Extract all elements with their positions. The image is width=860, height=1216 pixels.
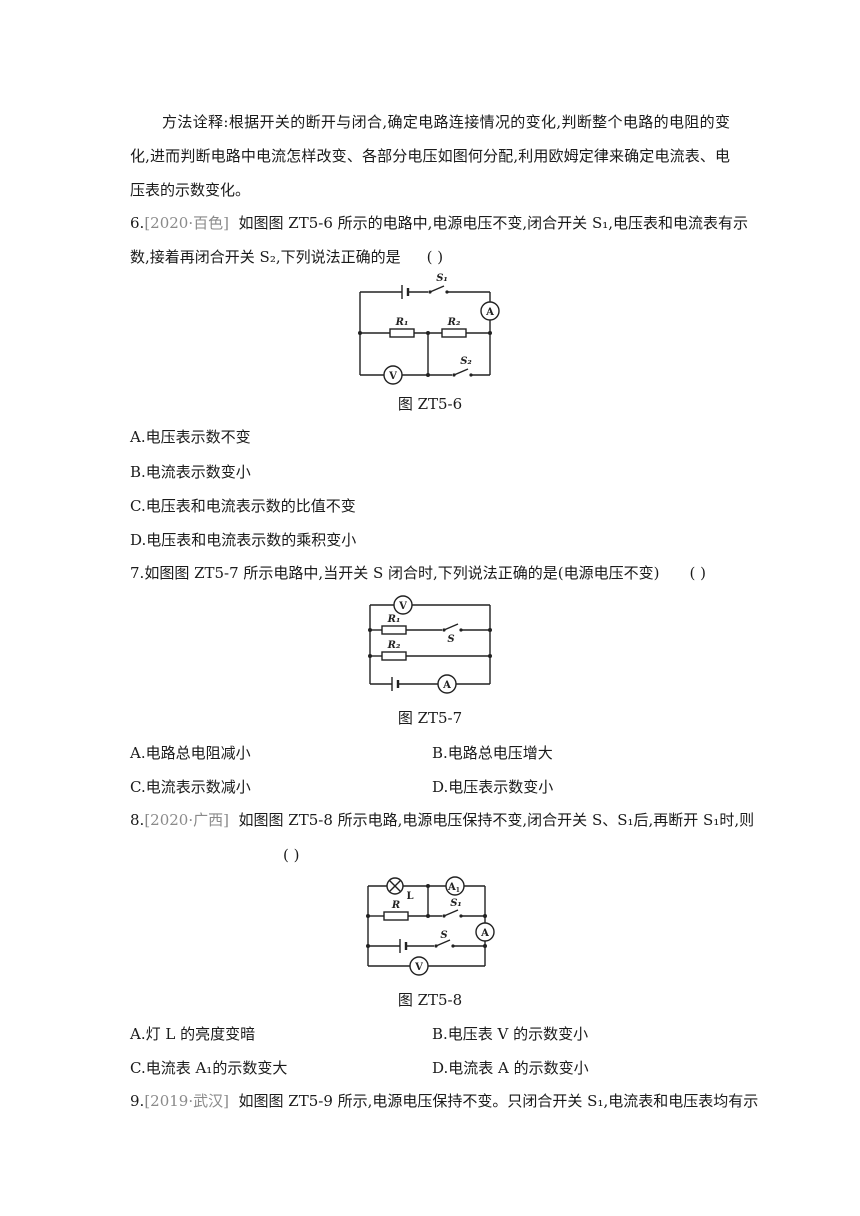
question-6-line-1: 6.[2020·百色] 如图图 ZT5-6 所示的电路中,电源电压不变,闭合开关… — [130, 213, 748, 233]
switch-s1-label: S₁ — [436, 273, 448, 284]
resistor-r1-label: R₁ — [395, 317, 409, 328]
voltmeter-label: V — [388, 371, 397, 382]
option-a: A.电路总电阻减小 — [130, 744, 251, 762]
option-d: D.电压表示数变小 — [432, 778, 554, 796]
question-stem: 如图图 ZT5-6 所示的电路中,电源电压不变,闭合开关 S₁,电压表和电流表有… — [238, 214, 748, 232]
switch-s-label: S — [440, 930, 447, 941]
method-note-line-2: 化,进而判断电路中电流怎样改变、各部分电压如图何分配,利用欧姆定律来确定电流表、… — [130, 147, 730, 165]
voltmeter-label: V — [414, 962, 423, 973]
ammeter-label: A — [442, 680, 451, 691]
question-7-line-1: 7.如图图 ZT5-7 所示电路中,当开关 S 闭合时,下列说法正确的是(电源电… — [130, 563, 730, 583]
switch-s-blade — [435, 939, 451, 947]
resistor-r2-label: R₂ — [387, 640, 401, 651]
option-a: A.电压表示数不变 — [130, 428, 251, 446]
method-note-line-3: 压表的示数变化。 — [130, 181, 251, 199]
answer-bracket: ( ) — [689, 564, 706, 582]
option-b: B.电路总电压增大 — [432, 744, 553, 762]
option-d: D.电压表和电流表示数的乘积变小 — [130, 531, 357, 549]
lamp-label: L — [406, 891, 413, 902]
option-c: C.电流表示数减小 — [130, 778, 251, 796]
question-source: [2020·百色] — [144, 214, 229, 232]
answer-bracket: ( ) — [426, 248, 444, 266]
figure-caption-zt5-8: 图 ZT5-8 — [397, 991, 463, 1009]
option-b: B.电流表示数变小 — [130, 463, 251, 481]
resistor-r-icon — [383, 911, 409, 921]
ammeter-label: A — [485, 307, 494, 318]
voltmeter-label: V — [398, 601, 407, 612]
question-source: [2020·广西] — [144, 811, 229, 829]
switch-s2-blade — [453, 368, 469, 376]
question-stem: 如图图 ZT5-7 所示电路中,当开关 S 闭合时,下列说法正确的是(电源电压不… — [144, 564, 660, 582]
ammeter-a-label: A — [480, 928, 489, 939]
question-number: 8. — [130, 811, 145, 829]
option-d: D.电流表 A 的示数变小 — [432, 1059, 589, 1077]
question-stem: 如图图 ZT5-9 所示,电源电压保持不变。只闭合开关 S₁,电流表和电压表均有… — [238, 1092, 759, 1110]
method-note-line-1: 方法诠释:根据开关的断开与闭合,确定电路连接情况的变化,判断整个电路的电阻的变 — [162, 113, 730, 131]
switch-s1-label: S₁ — [450, 898, 462, 909]
question-stem-cont: 数,接着再闭合开关 S₂,下列说法正确的是 — [130, 248, 401, 266]
answer-bracket: ( ) — [283, 846, 300, 864]
resistor-r1-icon — [389, 328, 415, 338]
ammeter-a1-label: A1 — [447, 882, 460, 894]
question-stem: 如图图 ZT5-8 所示电路,电源电压保持不变,闭合开关 S、S₁后,再断开 S… — [238, 811, 755, 829]
figure-zt5-6-circuit: A V S₁ R₁ R₂ S₂ — [358, 273, 500, 385]
switch-s-label: S — [447, 634, 454, 645]
option-b: B.电压表 V 的示数变小 — [432, 1025, 589, 1043]
figure-zt5-7-circuit: V A R₁ S R₂ — [368, 595, 492, 694]
question-9-line-1: 9.[2019·武汉] 如图图 ZT5-9 所示,电源电压保持不变。只闭合开关 … — [130, 1091, 758, 1111]
resistor-r2-icon — [381, 651, 407, 661]
question-number: 7. — [130, 564, 145, 582]
question-source: [2019·武汉] — [144, 1092, 229, 1110]
question-number: 9. — [130, 1092, 145, 1110]
option-c: C.电流表 A₁的示数变大 — [130, 1059, 288, 1077]
switch-s1-blade — [443, 909, 459, 917]
switch-s1-blade — [429, 285, 445, 293]
question-8-line-1: 8.[2020·广西] 如图图 ZT5-8 所示电路,电源电压保持不变,闭合开关… — [130, 810, 754, 830]
option-a: A.灯 L 的亮度变暗 — [130, 1025, 256, 1043]
resistor-r2-label: R₂ — [447, 317, 461, 328]
question-number: 6. — [130, 214, 145, 232]
resistor-r-label: R — [391, 900, 400, 911]
question-6-line-2: 数,接着再闭合开关 S₂,下列说法正确的是 ( ) — [130, 247, 730, 267]
option-c: C.电压表和电流表示数的比值不变 — [130, 497, 356, 515]
resistor-r2-icon — [441, 328, 467, 338]
figure-caption-zt5-6: 图 ZT5-6 — [397, 395, 463, 413]
switch-s-blade — [443, 623, 459, 631]
switch-s2-label: S₂ — [460, 356, 472, 367]
figure-caption-zt5-7: 图 ZT5-7 — [397, 709, 463, 727]
resistor-r1-label: R₁ — [387, 614, 401, 625]
resistor-r1-icon — [381, 625, 407, 635]
figure-zt5-8-circuit: A1 A V L R S₁ S — [366, 876, 495, 976]
